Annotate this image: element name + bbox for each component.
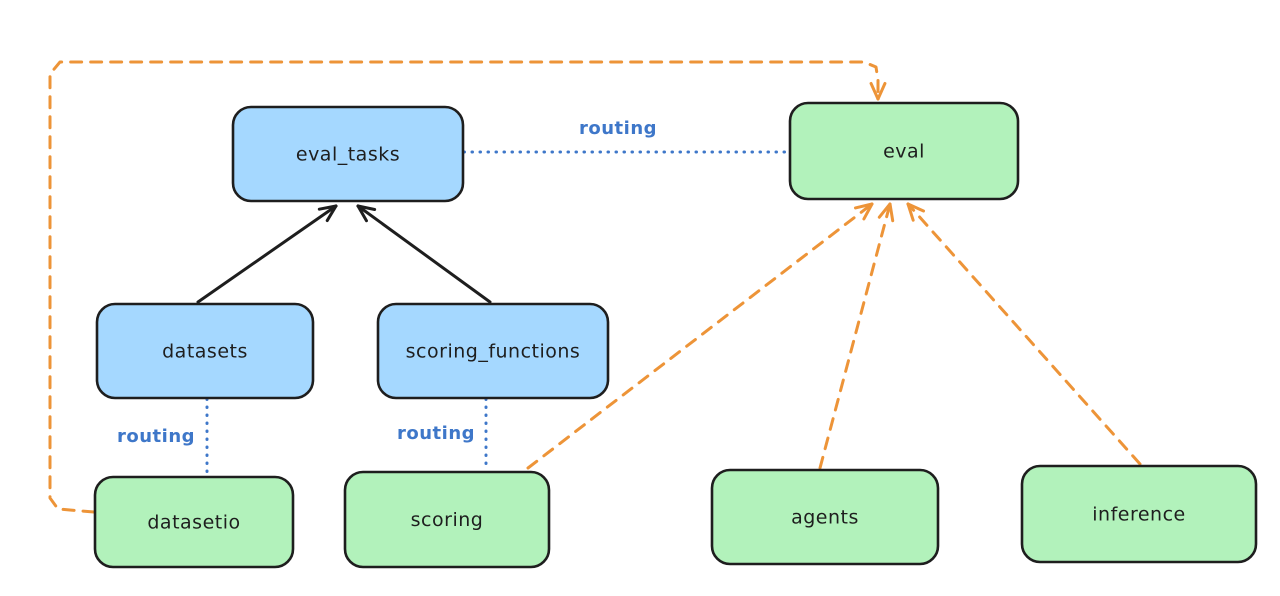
edge-label-scoring_functions-routing-scoring: routing — [397, 423, 475, 444]
edge-datasets-routing-datasetio: routing — [117, 397, 209, 478]
node-box-datasets[interactable] — [95, 302, 315, 400]
edge-datasetio-to-eval-loop — [48, 60, 887, 514]
node-scoring_functions[interactable]: scoring_functions — [376, 302, 610, 400]
node-box-eval[interactable] — [788, 101, 1020, 201]
edge-inference-to-eval — [906, 202, 1142, 466]
node-box-inference[interactable] — [1020, 464, 1258, 564]
node-label-agents: agents — [791, 507, 859, 529]
edge-label-eval_tasks-routing-eval: routing — [579, 118, 657, 139]
edge-scoring_functions-routing-scoring: routing — [397, 397, 488, 473]
node-datasetio[interactable]: datasetio — [93, 475, 295, 569]
node-label-datasetio: datasetio — [147, 512, 240, 534]
node-eval[interactable]: eval — [788, 101, 1020, 201]
edge-scoring-to-eval — [526, 202, 874, 470]
node-eval_tasks[interactable]: eval_tasks — [231, 105, 465, 203]
node-scoring[interactable]: scoring — [343, 470, 551, 569]
node-box-scoring[interactable] — [343, 470, 551, 569]
node-label-eval_tasks: eval_tasks — [296, 144, 400, 166]
edge-datasets-to-eval_tasks — [196, 204, 338, 304]
node-label-datasets: datasets — [162, 341, 248, 363]
node-label-scoring_functions: scoring_functions — [406, 341, 581, 363]
node-box-scoring_functions[interactable] — [376, 302, 610, 400]
edge-label-datasets-routing-datasetio: routing — [117, 426, 195, 447]
node-label-eval: eval — [883, 141, 925, 163]
node-box-eval_tasks[interactable] — [231, 105, 465, 203]
node-inference[interactable]: inference — [1020, 464, 1258, 564]
edge-scoring_functions-to-eval_tasks — [356, 204, 492, 304]
node-datasets[interactable]: datasets — [95, 302, 315, 400]
node-label-scoring: scoring — [411, 509, 484, 531]
edge-agents-to-eval — [818, 202, 895, 470]
edge-eval_tasks-routing-eval: routing — [462, 118, 791, 154]
node-agents[interactable]: agents — [710, 468, 940, 566]
node-box-agents[interactable] — [710, 468, 940, 566]
node-box-datasetio[interactable] — [93, 475, 295, 569]
node-label-inference: inference — [1092, 504, 1185, 526]
